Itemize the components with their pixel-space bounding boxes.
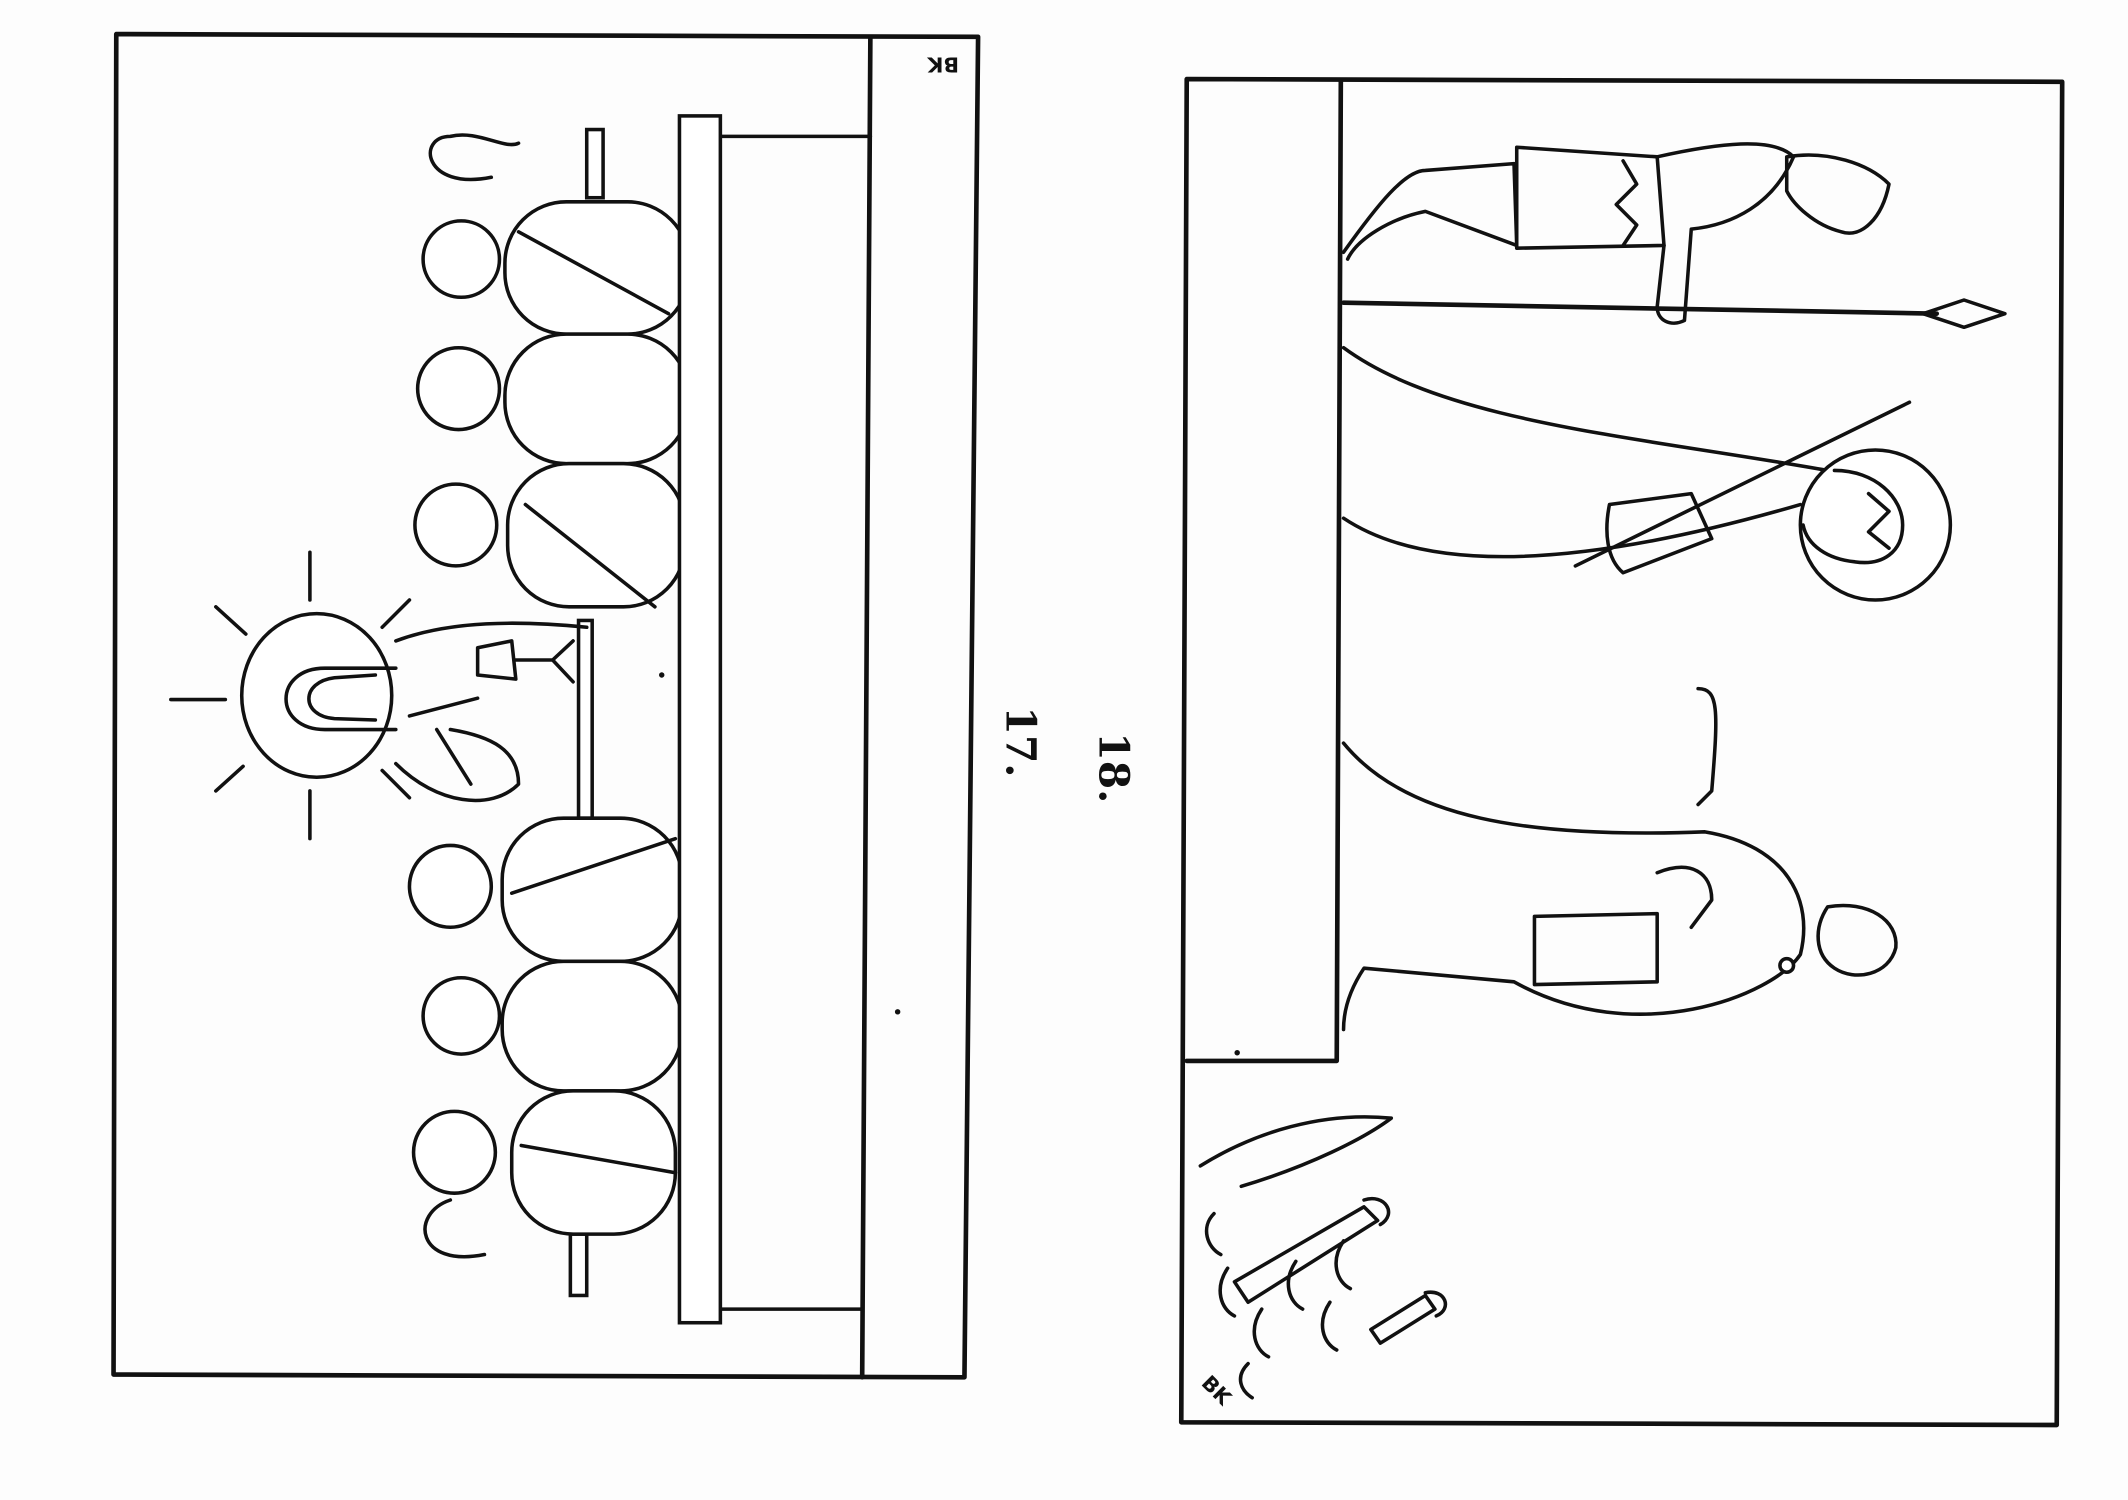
- panel-18-illustration: BK: [1178, 76, 2065, 1428]
- apostles: [407, 200, 691, 1236]
- soldier-head: [1784, 153, 1891, 235]
- apostle-head: [415, 345, 502, 432]
- floor-line: [859, 34, 873, 1380]
- halo-icon: [239, 611, 394, 780]
- soldier-figure: [1341, 686, 1898, 1032]
- soldier-figure: [1341, 142, 1891, 325]
- soldier-legs: [1341, 161, 1519, 261]
- apostle-body: [509, 1089, 678, 1236]
- club-icon: [1232, 1196, 1391, 1305]
- light-rays-icon: [169, 550, 412, 841]
- bound-hands: [1605, 491, 1714, 575]
- apostle-body: [503, 332, 691, 466]
- apostle-body: [500, 816, 684, 964]
- pointing-hand: [1198, 1115, 1394, 1189]
- tunic-hem: [1614, 159, 1639, 248]
- apostle-head: [421, 975, 502, 1056]
- soldier-arm: [1655, 142, 1796, 325]
- soldier-head: [1816, 903, 1898, 977]
- cloak-clasp: [1778, 956, 1796, 975]
- panel-17-illustration: BK: [111, 31, 981, 1380]
- jesus-figure: [169, 550, 589, 841]
- table-leg: [576, 618, 594, 820]
- apostle-head: [407, 843, 494, 930]
- scan-speck: [659, 672, 665, 678]
- panel-17-frame: [111, 31, 981, 1380]
- scan-speck: [894, 1009, 901, 1015]
- jesus-head: [1801, 468, 1905, 565]
- staff: [1573, 400, 1912, 568]
- wall-corner: [1184, 79, 1344, 1064]
- panel-17-number: 17.: [997, 706, 1045, 777]
- artist-signature: BK: [1197, 1371, 1237, 1411]
- artist-signature: BK: [926, 52, 959, 76]
- spear-shaft: [1341, 300, 1940, 316]
- crowd-with-clubs: [1198, 1115, 1448, 1400]
- soldier-tunic: [1514, 145, 1666, 250]
- panel-18-number: 18.: [1089, 732, 1137, 803]
- jesus-body: [394, 621, 589, 803]
- robe-outline: [1341, 345, 1830, 559]
- crown-of-thorns-icon: [1866, 491, 1891, 550]
- crowd-heads: [1204, 1211, 1353, 1400]
- apostle-body: [503, 200, 691, 336]
- jesus-head: [284, 666, 398, 732]
- jesus-face: [307, 673, 378, 722]
- table-leg: [584, 127, 605, 200]
- apostle-cloaks: [423, 133, 521, 1259]
- club-icon: [1369, 1290, 1448, 1345]
- soldier-arms: [1655, 686, 1718, 930]
- apostle-head: [411, 1109, 498, 1195]
- apostle-body: [500, 959, 684, 1093]
- table-leg: [568, 1232, 589, 1298]
- apostle-sashes: [509, 230, 678, 1175]
- soldier-tunic: [1532, 911, 1659, 987]
- panel-18-frame: [1178, 76, 2065, 1428]
- spear-tip-icon: [1921, 298, 2007, 330]
- scan-speck: [1234, 1050, 1240, 1056]
- jesus-hand: [407, 696, 480, 786]
- apostle-head: [413, 482, 499, 568]
- soldier-cloak: [1341, 741, 1806, 1032]
- apostle-head: [421, 219, 502, 300]
- floor-ledges: [707, 134, 873, 1311]
- table: [677, 114, 723, 1325]
- chalice-icon: [475, 639, 575, 684]
- jesus-arrested-figure: [1341, 345, 1953, 602]
- apostle-body: [505, 461, 687, 609]
